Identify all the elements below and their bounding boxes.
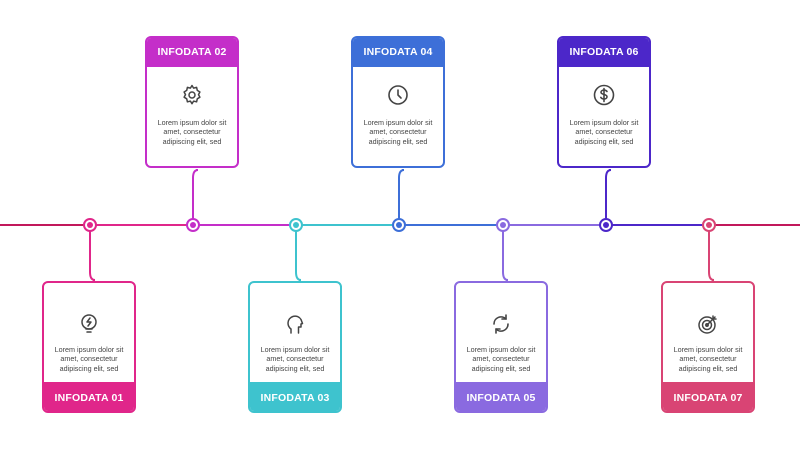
timeline-node-dot — [396, 222, 402, 228]
card-text: Lorem ipsum dolor sit amet, consectetur … — [363, 118, 433, 146]
card-text: Lorem ipsum dolor sit amet, consectetur … — [673, 345, 743, 373]
timeline-node-dot — [603, 222, 609, 228]
card-infodata-02: INFODATA 02 Lorem ipsum dolor sit amet, … — [145, 36, 239, 168]
gear-icon — [180, 83, 204, 107]
refresh-icon — [489, 312, 513, 336]
timeline-node-dot — [87, 222, 93, 228]
connector-line — [605, 169, 612, 219]
card-text: Lorem ipsum dolor sit amet, consectetur … — [157, 118, 227, 146]
card-text: Lorem ipsum dolor sit amet, consectetur … — [260, 345, 330, 373]
card-title: INFODATA 02 — [147, 38, 237, 67]
connector-line — [398, 169, 405, 219]
card-title: INFODATA 06 — [559, 38, 649, 67]
card-title: INFODATA 05 — [456, 382, 546, 411]
timeline-node-dot — [293, 222, 299, 228]
card-infodata-04: INFODATA 04 Lorem ipsum dolor sit amet, … — [351, 36, 445, 168]
dollar-icon — [592, 83, 616, 107]
timeline-node-dot — [500, 222, 506, 228]
lightbulb-icon — [77, 312, 101, 336]
connector-line — [295, 231, 302, 281]
card-title: INFODATA 07 — [663, 382, 753, 411]
card-title: INFODATA 01 — [44, 382, 134, 411]
card-title: INFODATA 03 — [250, 382, 340, 411]
connector-line — [89, 231, 96, 281]
card-text: Lorem ipsum dolor sit amet, consectetur … — [569, 118, 639, 146]
head-icon — [283, 312, 307, 336]
card-title: INFODATA 04 — [353, 38, 443, 67]
card-infodata-05: Lorem ipsum dolor sit amet, consectetur … — [454, 281, 548, 413]
card-infodata-07: Lorem ipsum dolor sit amet, consectetur … — [661, 281, 755, 413]
target-icon — [696, 312, 720, 336]
card-infodata-06: INFODATA 06 Lorem ipsum dolor sit amet, … — [557, 36, 651, 168]
clock-icon — [386, 83, 410, 107]
card-text: Lorem ipsum dolor sit amet, consectetur … — [466, 345, 536, 373]
card-infodata-01: Lorem ipsum dolor sit amet, consectetur … — [42, 281, 136, 413]
connector-line — [502, 231, 509, 281]
timeline-node-dot — [190, 222, 196, 228]
card-text: Lorem ipsum dolor sit amet, consectetur … — [54, 345, 124, 373]
connector-line — [708, 231, 715, 281]
connector-line — [192, 169, 199, 219]
card-infodata-03: Lorem ipsum dolor sit amet, consectetur … — [248, 281, 342, 413]
timeline-node-dot — [706, 222, 712, 228]
